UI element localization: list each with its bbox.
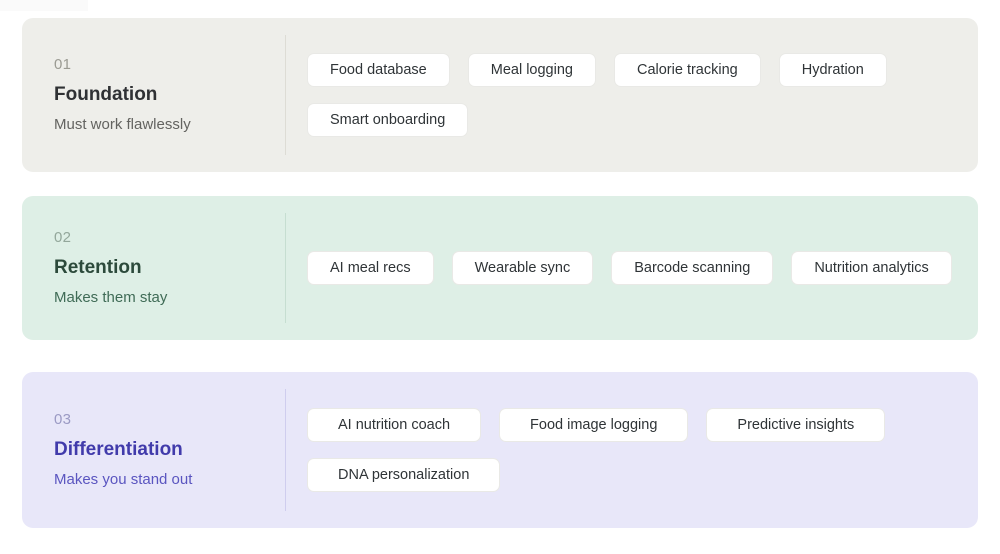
tier-number: 03 xyxy=(54,411,72,428)
tier-meta-retention: 02 Retention Makes them stay xyxy=(22,196,285,340)
tier-meta-foundation: 01 Foundation Must work flawlessly xyxy=(22,18,285,172)
tier-subtitle: Must work flawlessly xyxy=(54,115,191,133)
feature-chip[interactable]: Nutrition analytics xyxy=(791,251,952,285)
tier-card-foundation[interactable]: 01 Foundation Must work flawlessly Food … xyxy=(22,18,978,172)
feature-chip[interactable]: Barcode scanning xyxy=(611,251,774,285)
tier-chip-group-differentiation: AI nutrition coach Food image logging Pr… xyxy=(286,372,978,528)
tier-title: Differentiation xyxy=(54,438,183,460)
tier-title: Foundation xyxy=(54,83,158,105)
tier-meta-differentiation: 03 Differentiation Makes you stand out xyxy=(22,372,285,528)
feature-chip[interactable]: Smart onboarding xyxy=(307,103,469,137)
tier-card-retention[interactable]: 02 Retention Makes them stay AI meal rec… xyxy=(22,196,978,340)
feature-chip[interactable]: Food database xyxy=(307,53,450,87)
feature-tier-list: 01 Foundation Must work flawlessly Food … xyxy=(22,18,978,528)
tier-divider xyxy=(285,35,286,155)
tier-divider xyxy=(285,213,286,323)
tier-number: 02 xyxy=(54,229,72,246)
tier-card-differentiation[interactable]: 03 Differentiation Makes you stand out A… xyxy=(22,372,978,528)
feature-chip[interactable]: Calorie tracking xyxy=(613,53,761,87)
feature-chip[interactable]: AI nutrition coach xyxy=(307,408,482,442)
tier-title: Retention xyxy=(54,256,142,278)
feature-chip[interactable]: Food image logging xyxy=(499,408,689,442)
tier-subtitle: Makes them stay xyxy=(54,288,168,306)
feature-chip[interactable]: Hydration xyxy=(778,53,887,87)
tier-number: 01 xyxy=(54,56,72,73)
tier-chip-group-foundation: Food database Meal logging Calorie track… xyxy=(286,18,978,172)
feature-chip[interactable]: Wearable sync xyxy=(451,251,594,285)
feature-chip[interactable]: DNA personalization xyxy=(307,458,501,492)
feature-chip[interactable]: AI meal recs xyxy=(307,251,434,285)
page-top-artifact xyxy=(0,0,88,11)
tier-chip-group-retention: AI meal recs Wearable sync Barcode scann… xyxy=(286,196,978,340)
tier-divider xyxy=(285,389,286,511)
tier-subtitle: Makes you stand out xyxy=(54,470,193,488)
feature-chip[interactable]: Meal logging xyxy=(467,53,596,87)
feature-chip[interactable]: Predictive insights xyxy=(706,408,886,442)
